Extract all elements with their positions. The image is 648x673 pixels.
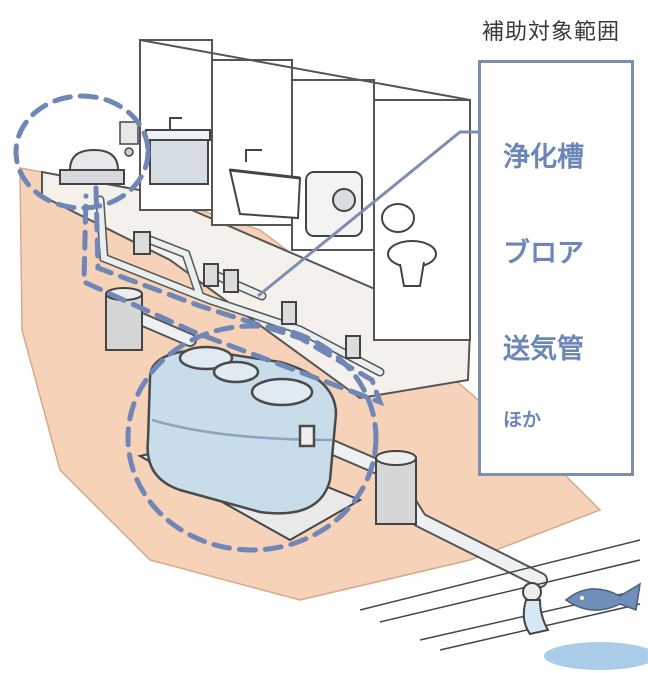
scope-caption: 補助対象範囲 [482,20,621,45]
discharge-outlet [522,582,550,636]
legend-item-septic-tank: 浄化槽 [503,142,584,173]
ditch-water [544,642,648,670]
legend-item-blower: ブロア [503,238,584,269]
legend-box: 浄化槽 ブロア 送気管 ほか [478,60,634,476]
toilet [381,203,437,287]
tank-manhole-1 [178,345,234,371]
bathtub [228,149,302,220]
fish-icon [564,582,641,612]
inspection-chamber-right [375,450,417,525]
leader-line [257,130,480,298]
septic-tank [146,345,338,515]
tank-manhole-2 [212,360,260,384]
legend-item-air-pipe: 送気管 [503,334,584,365]
blower-unit [59,148,125,185]
washing-machine [305,171,363,237]
scope-outlines [13,93,385,553]
kitchen-sink [145,117,211,185]
control-box [119,121,139,157]
tank-scope-outline [125,323,379,553]
blower-scope-outline [13,93,151,211]
legend-item-others: ほか [503,409,542,431]
tank-manhole-3 [250,377,314,407]
inspection-risers [133,231,361,359]
air-pipe-scope-outline [81,185,385,407]
inspection-chamber-left [105,287,143,351]
